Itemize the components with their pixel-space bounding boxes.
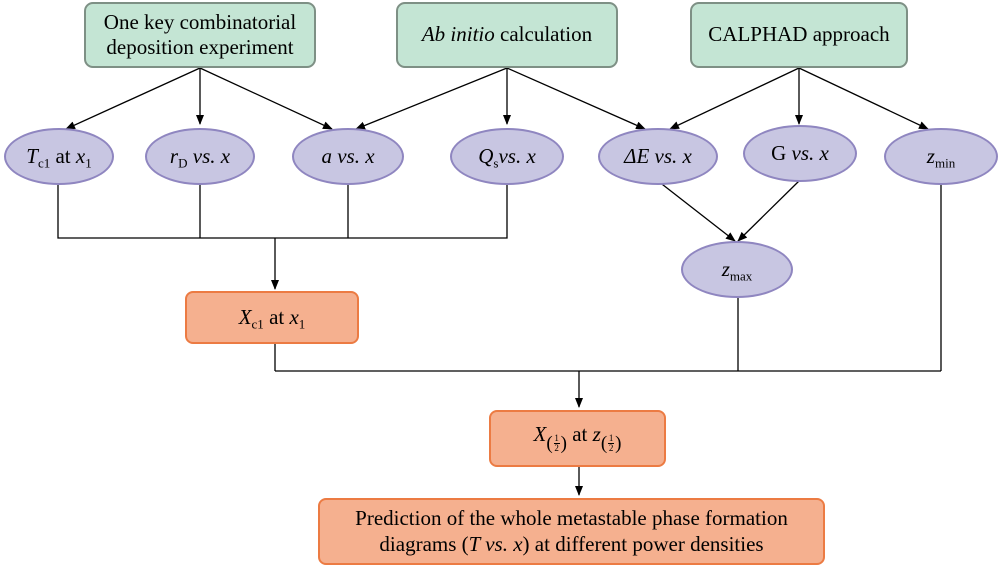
zmin-label: zmin	[926, 143, 956, 171]
rd-ellipse: rD vs. x	[145, 128, 255, 185]
g-label: G vs. x	[771, 140, 829, 165]
xc1-box: Xc1 at x1	[185, 291, 359, 344]
experiment-label: One key combinatorial deposition experim…	[103, 9, 297, 59]
zmin-ellipse: zmin	[884, 128, 998, 185]
edge-de-zmax	[657, 180, 736, 242]
a-ellipse: a vs. x	[292, 128, 404, 185]
zmax-ellipse: zmax	[681, 241, 793, 298]
edge-exp-a	[199, 67, 333, 130]
edge-cal-de	[669, 67, 800, 130]
de-label: ΔE vs. x	[624, 143, 692, 168]
xc1-label: Xc1 at x1	[238, 304, 306, 332]
edge-g-zmax	[737, 180, 800, 242]
prediction-box: Prediction of the whole metastable phase…	[318, 498, 825, 565]
qs-ellipse: Qsvs. x	[450, 128, 564, 185]
edge-ab-de	[506, 67, 646, 130]
calphad-box: CALPHAD approach	[690, 2, 908, 68]
prediction-line-2: diagrams (T vs. x) at different power de…	[379, 531, 764, 556]
calphad-label: CALPHAD approach	[708, 22, 890, 47]
zmax-label: zmax	[721, 256, 753, 284]
qs-label: Qsvs. x	[478, 143, 536, 171]
rd-label: rD vs. x	[169, 143, 231, 171]
a-label: a vs. x	[321, 143, 375, 168]
abinitio-label: Ab initio calculation	[421, 22, 593, 47]
bracket-left	[57, 185, 508, 239]
prediction-line-1: Prediction of the whole metastable phase…	[355, 506, 788, 531]
edge-exp-tc	[65, 67, 201, 130]
edge-ab-a	[355, 67, 508, 130]
de-ellipse: ΔE vs. x	[598, 128, 718, 185]
abinitio-box: Ab initio calculation	[396, 2, 618, 68]
edge-cal-zmin	[798, 67, 929, 130]
experiment-box: One key combinatorial deposition experim…	[84, 2, 316, 68]
tc-label: Tc1 at x1	[26, 143, 92, 171]
tc-ellipse: Tc1 at x1	[4, 128, 114, 185]
g-ellipse: G vs. x	[743, 125, 857, 182]
